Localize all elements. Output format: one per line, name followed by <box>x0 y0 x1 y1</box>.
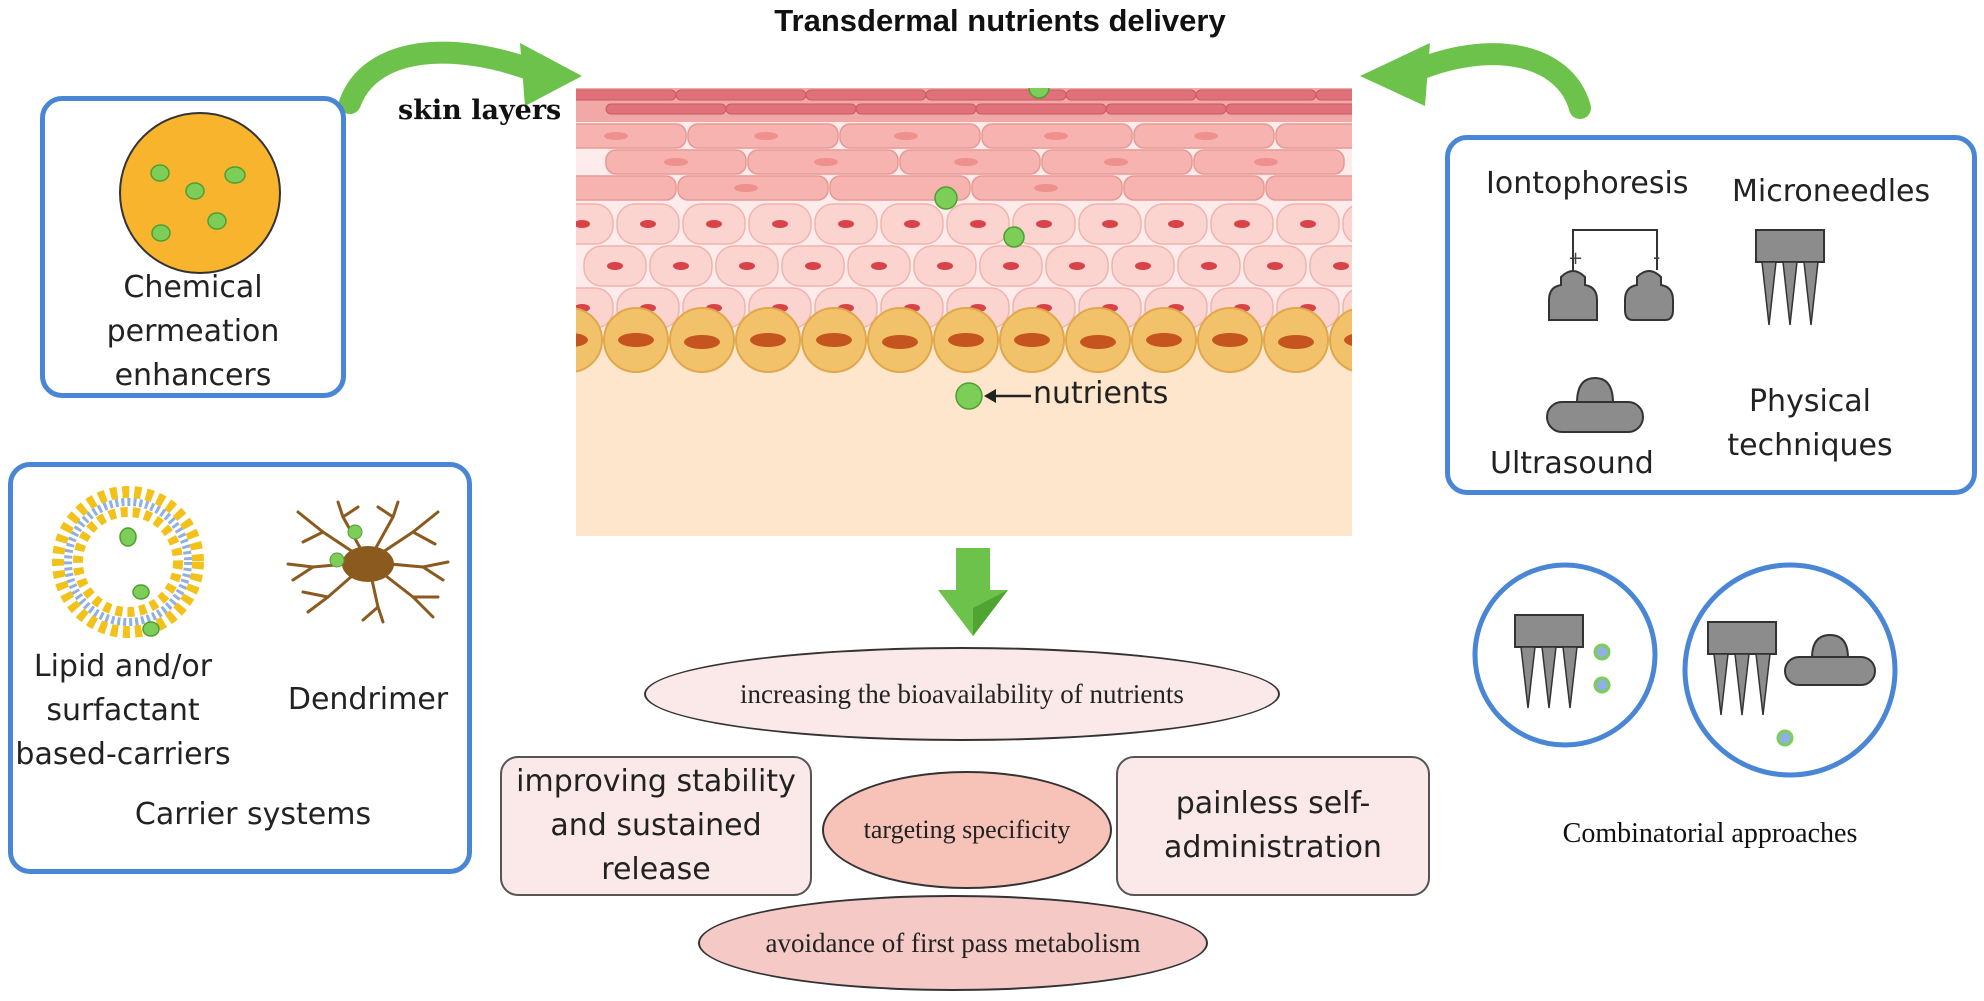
chemical-enhancers-label: Chemical permeation enhancers <box>106 270 280 393</box>
down-arrow <box>938 548 1008 636</box>
dendrimer-label: Dendrimer <box>287 682 449 717</box>
lipid-carriers-label: Lipid and/or surfactant based-carriers <box>15 649 231 772</box>
ultrasound-icon <box>1546 376 1644 433</box>
curved-arrow-right <box>1360 43 1591 119</box>
diagram-title: Transdermal nutrients delivery <box>774 3 1226 38</box>
plus-sign: + <box>1568 248 1584 269</box>
painless-pill: painless self-administration <box>1116 756 1430 896</box>
first-pass-pill: avoidance of first pass metabolism <box>698 895 1208 991</box>
ultrasound-label: Ultrasound <box>1490 446 1654 481</box>
combinatorial-label: Combinatorial approaches <box>1562 818 1858 849</box>
physical-techniques-label: Physical techniques <box>1727 384 1893 463</box>
microneedles-icon <box>1755 229 1825 326</box>
physical-techniques-box: Iontophoresis Microneedles + - Ultrasoun… <box>1445 135 1977 495</box>
combinatorial-circle-left <box>1472 562 1658 748</box>
carrier-systems-box: Lipid and/or surfactant based-carriers D… <box>8 462 472 874</box>
dendrimer-icon <box>286 500 450 624</box>
skin-cross-section <box>576 88 1352 536</box>
stability-pill: improving stability and sustained releas… <box>500 756 812 896</box>
minus-sign: - <box>1653 245 1661 269</box>
skin-layers-label: skin layers <box>398 95 562 126</box>
combinatorial-circle-right <box>1682 562 1898 778</box>
iontophoresis-icon <box>1548 229 1674 321</box>
curved-arrow-left <box>339 41 582 114</box>
nutrients-label: nutrients <box>1033 376 1169 411</box>
iontophoresis-label: Iontophoresis <box>1486 166 1689 201</box>
microneedles-label: Microneedles <box>1732 174 1931 209</box>
liposome-icon <box>52 486 204 638</box>
chemical-enhancers-box: Chemical permeation enhancers <box>40 96 346 398</box>
bioavailability-pill: increasing the bioavailability of nutrie… <box>644 647 1280 741</box>
carrier-systems-label: Carrier systems <box>134 797 372 832</box>
targeting-pill: targeting specificity <box>822 771 1112 889</box>
enhancer-droplet-icon <box>119 112 281 274</box>
